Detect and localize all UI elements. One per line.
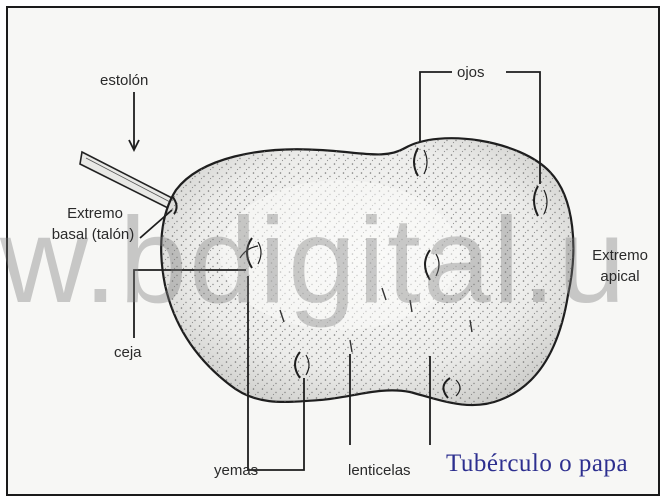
label-extremo-basal-line1: Extremo: [40, 205, 150, 223]
label-extremo-basal-line2: basal (talón): [28, 226, 158, 244]
label-extremo-apical-line1: Extremo: [575, 247, 665, 265]
label-ceja: ceja: [114, 344, 142, 362]
label-estolon: estolón: [100, 72, 148, 90]
diagram-title: Tubérculo o papa: [446, 450, 628, 478]
label-ojos: ojos: [457, 64, 485, 82]
label-extremo-apical-line2: apical: [575, 268, 665, 286]
label-yemas: yemas: [214, 462, 258, 480]
label-lenticelas: lenticelas: [348, 462, 411, 480]
